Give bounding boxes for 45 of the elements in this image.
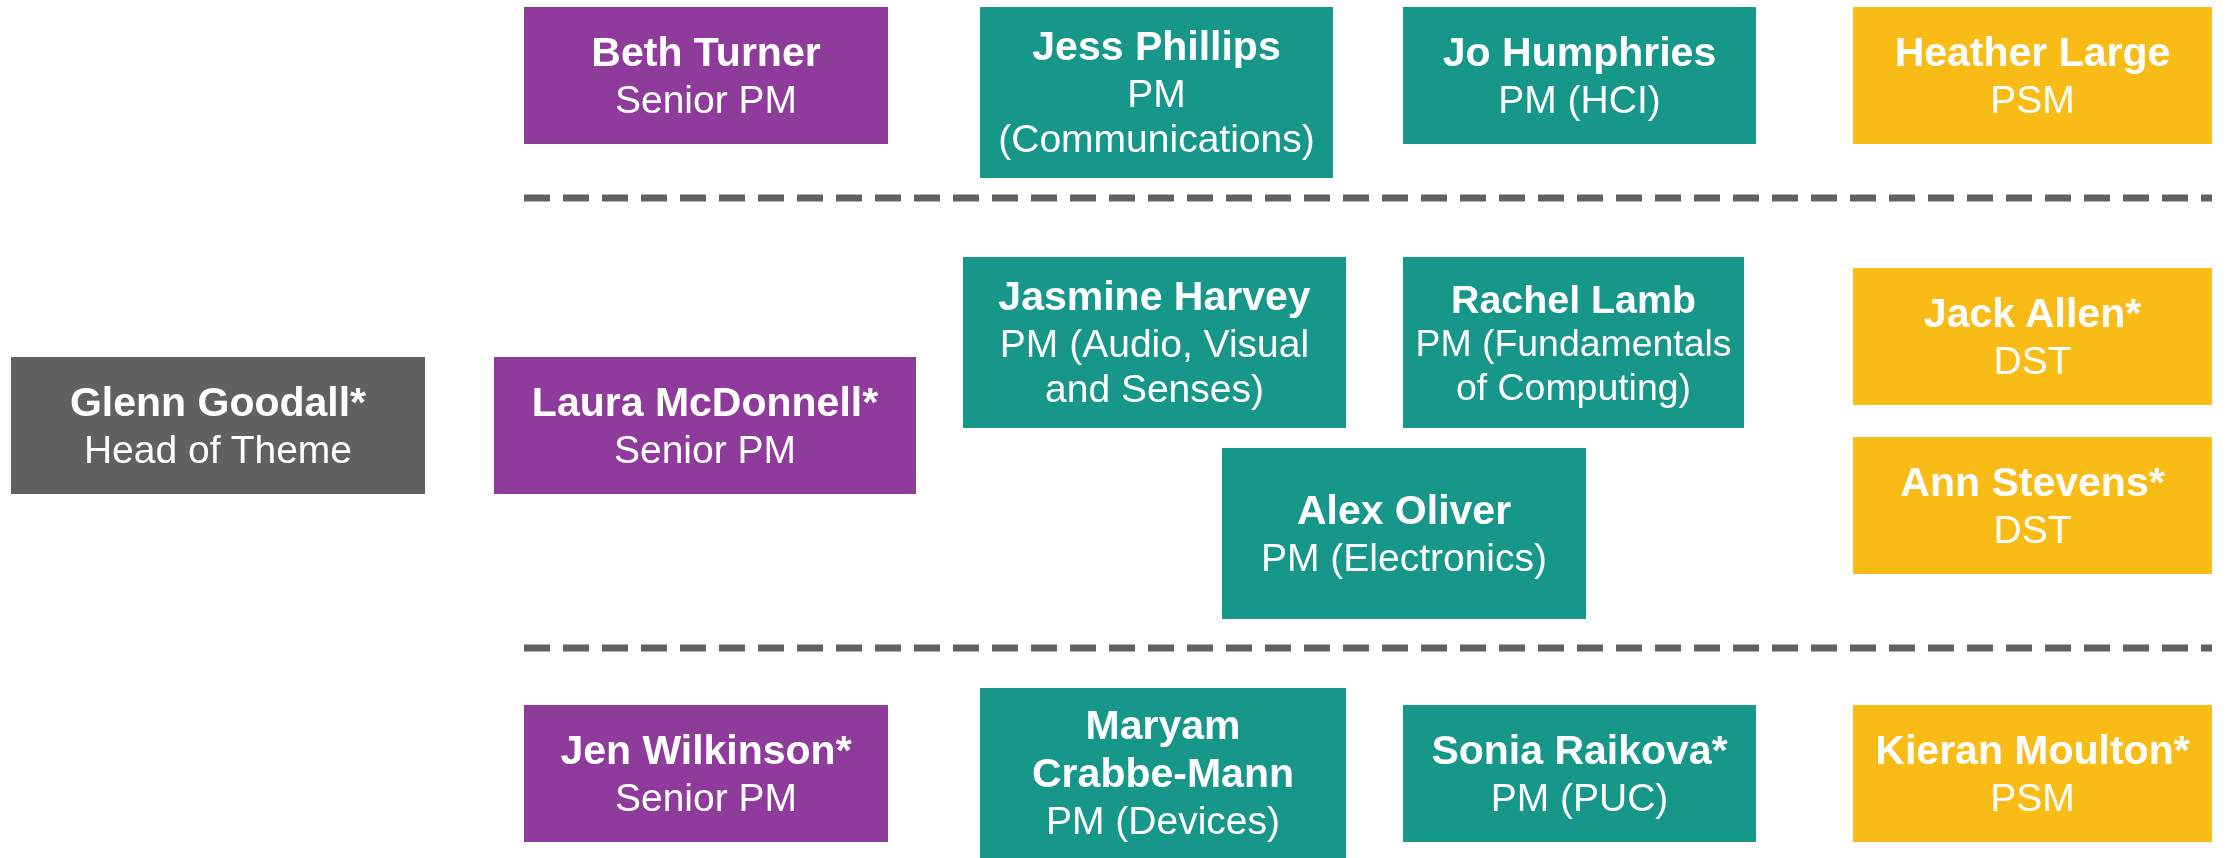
person-name: Jack Allen* — [1923, 289, 2142, 338]
job-title: PM (Electronics) — [1260, 534, 1547, 581]
role-box — [11, 357, 425, 494]
job-title: PSM — [1990, 76, 2075, 123]
person-name: Sonia Raikova* — [1431, 726, 1728, 775]
job-title: PM (Communications) — [997, 70, 1316, 163]
person-name: Maryam Crabbe-Mann — [1031, 702, 1295, 799]
person-name: Laura McDonnell* — [531, 378, 879, 427]
job-title: PSM — [1990, 774, 2075, 821]
role-box — [524, 7, 888, 144]
role-box — [1222, 448, 1586, 619]
role-box — [1853, 268, 2212, 405]
role-box — [494, 357, 916, 494]
person-name: Jen Wilkinson* — [560, 726, 852, 775]
job-title: Senior PM — [614, 774, 798, 821]
person-name: Glenn Goodall* — [69, 378, 367, 427]
role-box — [524, 705, 888, 842]
person-name: Rachel Lamb — [1451, 275, 1696, 322]
job-title: PM (PUC) — [1490, 774, 1669, 821]
role-box — [963, 257, 1346, 428]
person-name: Beth Turner — [591, 28, 821, 77]
person-name: Heather Large — [1894, 28, 2171, 77]
role-box — [1853, 437, 2212, 574]
job-title: Head of Theme — [83, 426, 353, 473]
job-title: PM (Devices) — [1046, 798, 1280, 844]
job-title: DST — [1993, 506, 2072, 553]
person-name: Jo Humphries — [1442, 28, 1717, 77]
role-box — [1403, 257, 1744, 428]
person-name: Ann Stevens* — [1900, 458, 2165, 507]
job-title: Senior PM — [613, 426, 797, 473]
role-box — [1853, 7, 2212, 144]
job-title: DST — [1993, 337, 2072, 384]
person-name: Alex Oliver — [1296, 486, 1512, 535]
person-name: Jess Phillips — [1032, 22, 1281, 71]
role-box — [1853, 705, 2212, 842]
role-box — [980, 7, 1333, 178]
person-name: Kieran Moulton* — [1875, 726, 2190, 775]
job-title: PM (Audio, Visual and Senses) — [998, 320, 1311, 413]
job-title: Senior PM — [614, 76, 798, 123]
role-box — [980, 688, 1346, 858]
role-box — [1403, 705, 1756, 842]
person-name: Jasmine Harvey — [998, 272, 1311, 321]
role-box — [1403, 7, 1756, 144]
job-title: PM (HCI) — [1498, 76, 1661, 123]
job-title: PM (Fundamentals of Computing) — [1414, 321, 1733, 410]
